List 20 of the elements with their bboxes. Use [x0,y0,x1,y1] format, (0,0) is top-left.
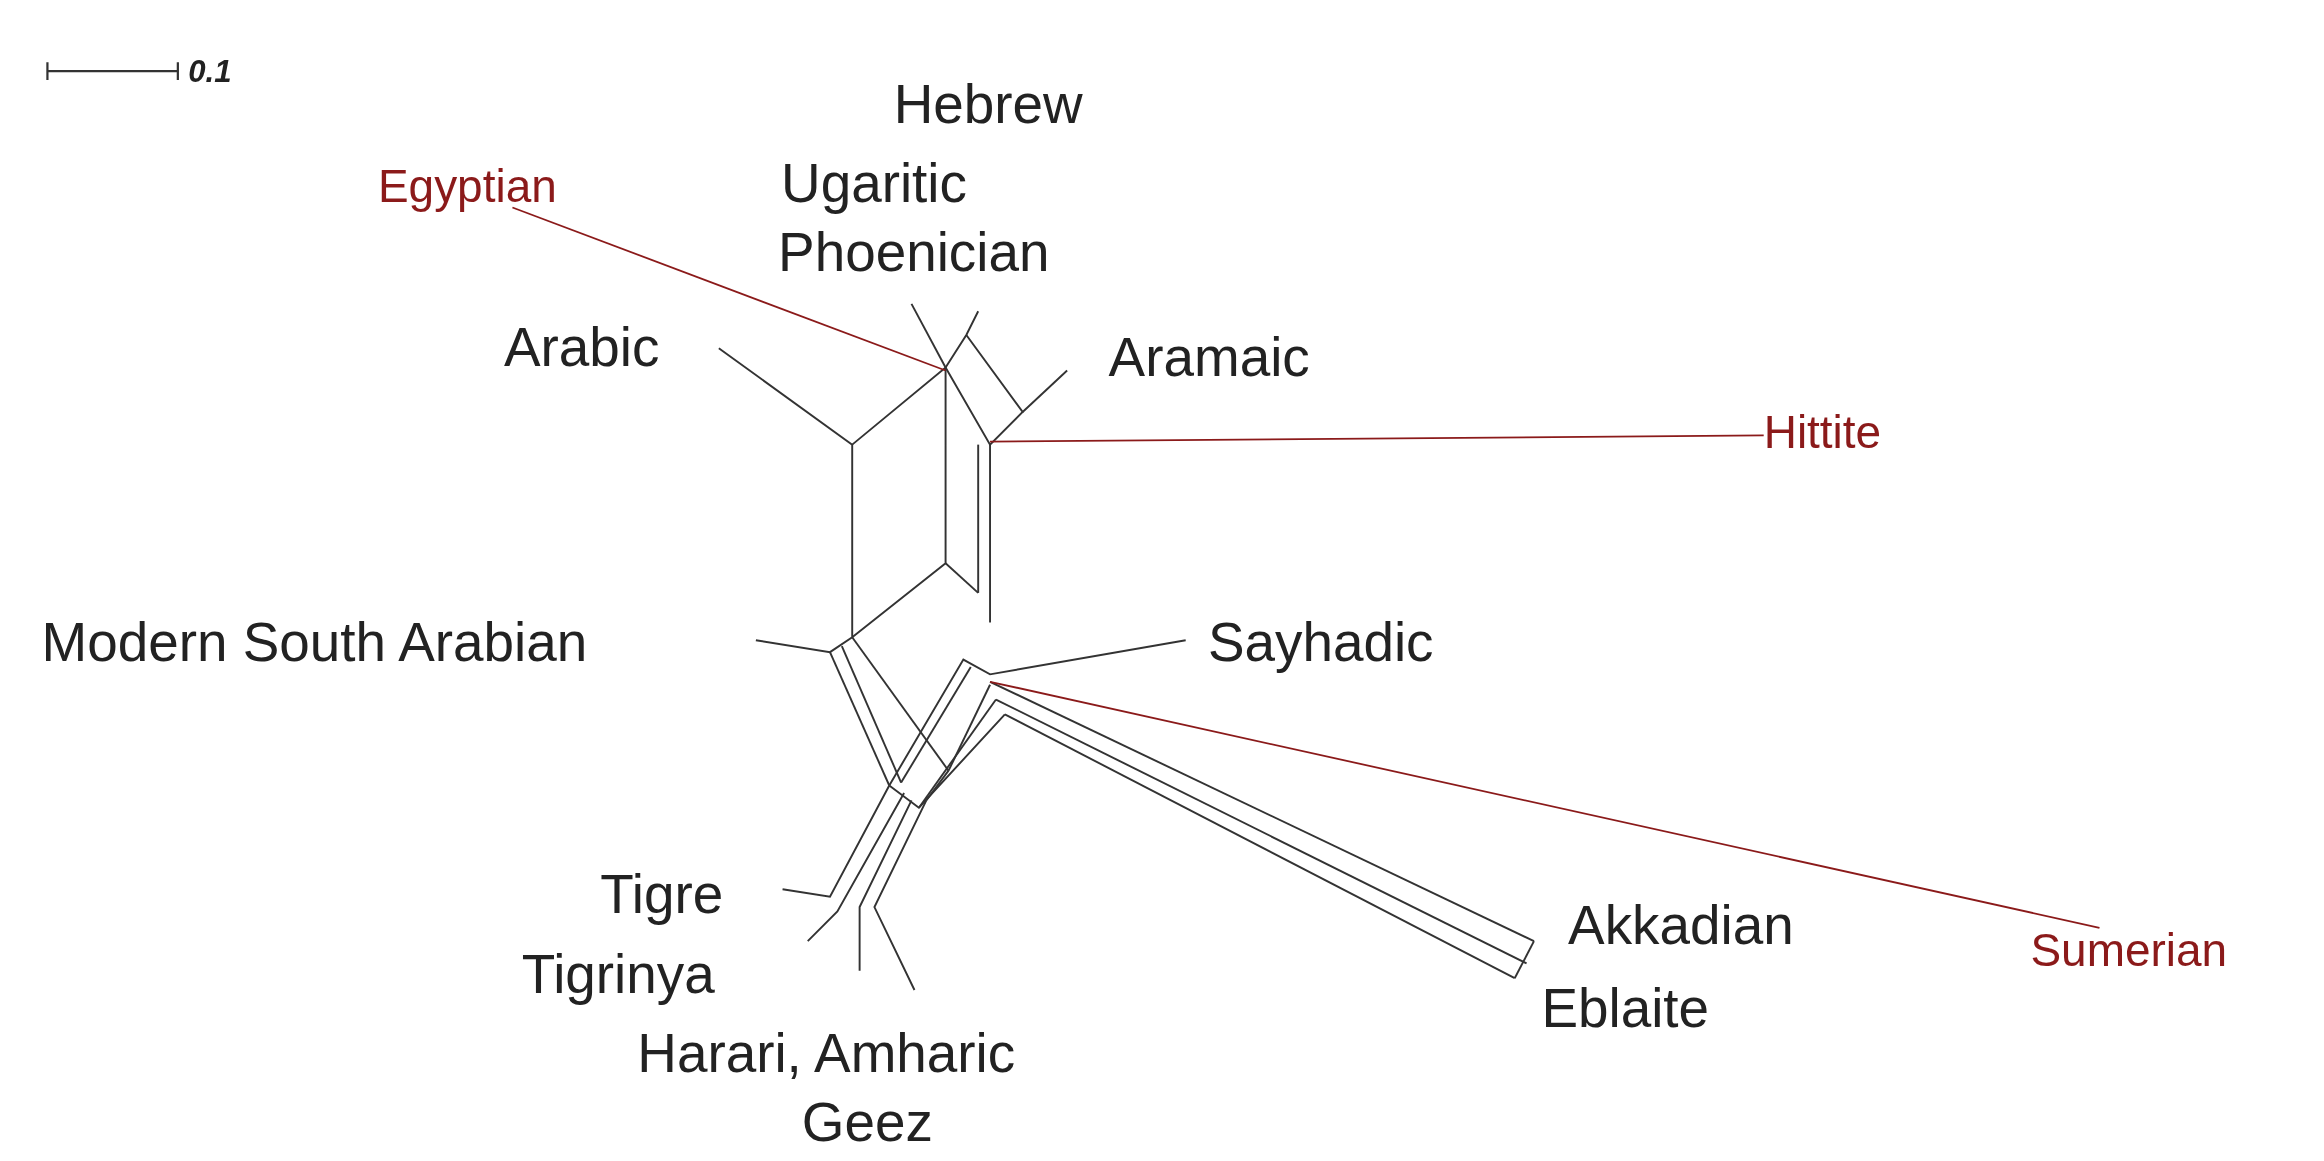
taxon-label: Sayhadic [1207,612,1434,675]
taxon-label: Akkadian [1568,895,1794,958]
taxon-label: Egyptian [377,160,557,213]
taxon-label: Arabic [503,317,660,380]
leader-line [989,680,2101,929]
scale-value: 0.1 [188,53,232,90]
taxon-label: Aramaic [1108,327,1310,391]
leader-line [511,206,947,372]
taxon-label: Hittite [1763,406,1882,459]
taxon-label: Ugaritic [781,152,967,216]
taxon-label: Tigrinya [521,944,715,1007]
taxon-label: Modern South Arabian [41,612,588,675]
taxon-label: Eblaite [1541,978,1710,1041]
taxon-label: Hebrew [893,74,1083,137]
taxon-label: Harari, Amharic [637,1022,1016,1086]
taxon-label: Sumerian [2030,924,2228,978]
taxon-label: Phoenician [778,222,1050,286]
taxon-label: Tigre [600,864,724,927]
taxon-label: Geez [801,1092,933,1156]
leader-line [989,434,1765,443]
